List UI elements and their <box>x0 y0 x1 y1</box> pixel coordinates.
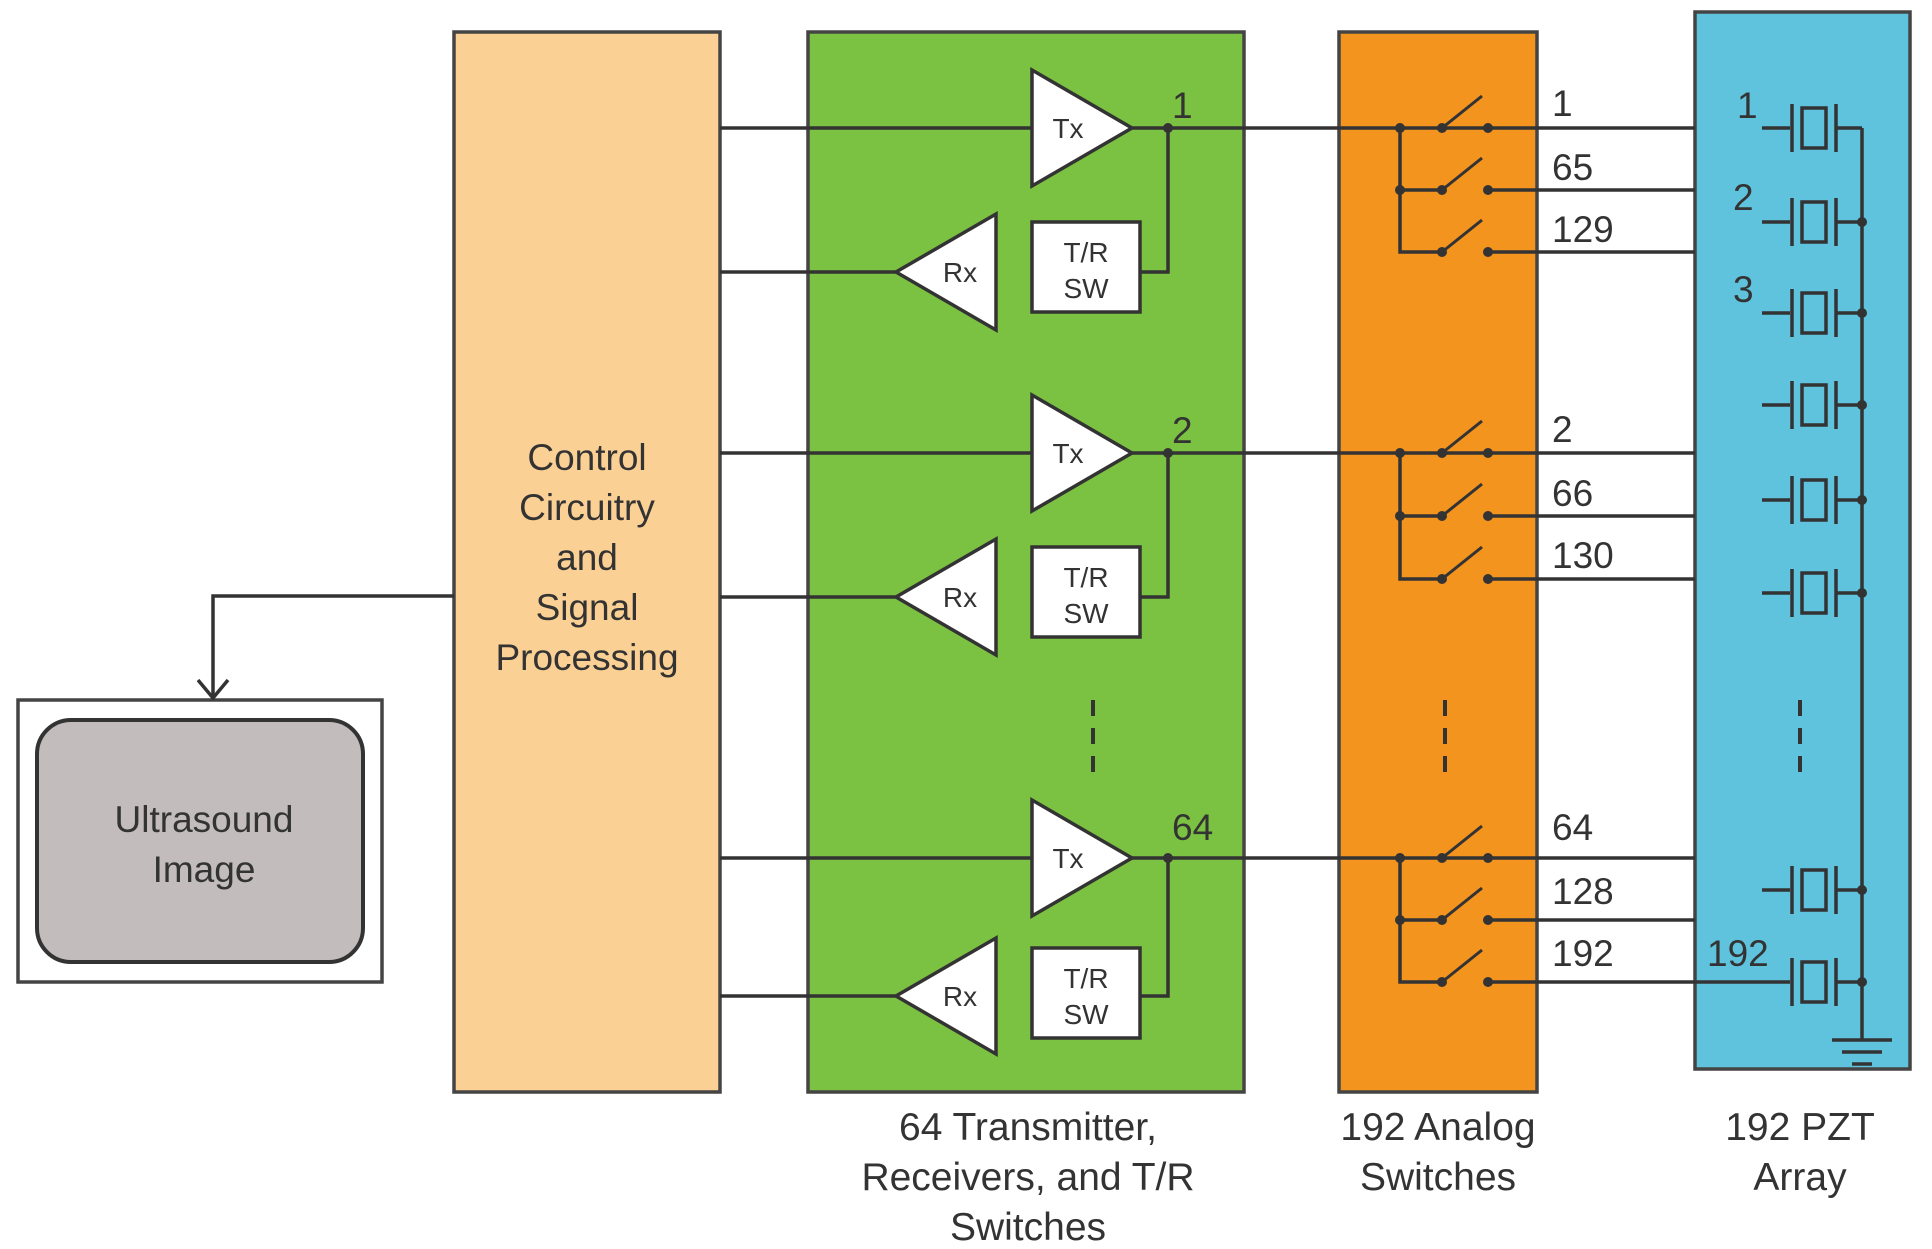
switch-label: 66 <box>1552 473 1593 514</box>
control-label-line5: Processing <box>495 637 678 678</box>
rx-label: Rx <box>943 981 977 1012</box>
image-label-line1: Ultrasound <box>115 799 294 840</box>
caption-pzt-line1: 192 PZT <box>1725 1106 1875 1149</box>
switch-group-2: 2 66 130 <box>1395 409 1695 584</box>
pzt-label: 2 <box>1733 177 1754 218</box>
trsw-label-bottom: SW <box>1063 598 1109 629</box>
trsw-label-bottom: SW <box>1063 999 1109 1030</box>
switch-label: 130 <box>1552 535 1614 576</box>
control-block <box>452 30 722 1094</box>
pzt-element-6 <box>1762 569 1867 617</box>
transceiver-block <box>806 30 1246 1094</box>
caption-pzt-line2: Array <box>1753 1156 1847 1199</box>
control-to-image-wire <box>211 594 454 698</box>
switch-label: 2 <box>1552 409 1573 450</box>
switch-label: 1 <box>1552 83 1573 124</box>
trsw-label-top: T/R <box>1063 963 1108 994</box>
pzt-element-3 <box>1762 289 1867 337</box>
tx-label: Tx <box>1052 113 1083 144</box>
caption-transceivers-line1: 64 Transmitter, <box>899 1106 1157 1149</box>
channel-number: 64 <box>1172 807 1213 848</box>
pzt-label: 3 <box>1733 269 1754 310</box>
switch-group-1: 1 65 129 <box>1395 83 1695 257</box>
rx-label: Rx <box>943 582 977 613</box>
ground-icon <box>1832 1038 1892 1066</box>
pzt-element-4 <box>1762 381 1867 429</box>
control-label-line4: Signal <box>536 587 639 628</box>
pzt-label: 192 <box>1707 933 1769 974</box>
caption-switches-line2: Switches <box>1360 1156 1516 1199</box>
pzt-label: 1 <box>1737 85 1758 126</box>
pzt-element-2 <box>1762 198 1867 246</box>
image-screen <box>35 718 365 964</box>
switch-label: 192 <box>1552 933 1614 974</box>
trsw-label-top: T/R <box>1063 237 1108 268</box>
trsw-label-bottom: SW <box>1063 273 1109 304</box>
pzt-elements <box>1762 104 1862 152</box>
pzt-element-n-1 <box>1762 866 1867 914</box>
switch-group-64: 64 128 192 <box>1395 807 1785 987</box>
switch-label: 65 <box>1552 147 1593 188</box>
control-label-line3: and <box>556 537 618 578</box>
rx-label: Rx <box>943 257 977 288</box>
switch-label: 128 <box>1552 871 1614 912</box>
image-label-line2: Image <box>153 849 256 890</box>
pzt-element-192 <box>1785 958 1867 1006</box>
channel-2: Tx 2 T/R SW Rx <box>720 391 1695 659</box>
channel-number: 1 <box>1172 85 1193 126</box>
switch-label: 129 <box>1552 209 1614 250</box>
pzt-array-block <box>1693 10 1912 1071</box>
control-label-line1: Control <box>527 437 646 478</box>
pzt-element-5 <box>1762 476 1867 524</box>
tx-label: Tx <box>1052 843 1083 874</box>
channel-64: Tx 64 T/R SW Rx <box>720 796 1695 1058</box>
tx-label: Tx <box>1052 438 1083 469</box>
control-label-line2: Circuitry <box>519 487 655 528</box>
caption-transceivers-line3: Switches <box>950 1206 1106 1249</box>
channel-number: 2 <box>1172 410 1193 451</box>
switch-label: 64 <box>1552 807 1593 848</box>
trsw-label-top: T/R <box>1063 562 1108 593</box>
caption-switches-line1: 192 Analog <box>1340 1106 1535 1149</box>
arrow-head-icon <box>196 678 230 701</box>
channel-1: Tx 1 T/R SW Rx <box>720 66 1695 334</box>
analog-switch-block <box>1337 30 1539 1094</box>
caption-transceivers-line2: Receivers, and T/R <box>861 1156 1194 1199</box>
